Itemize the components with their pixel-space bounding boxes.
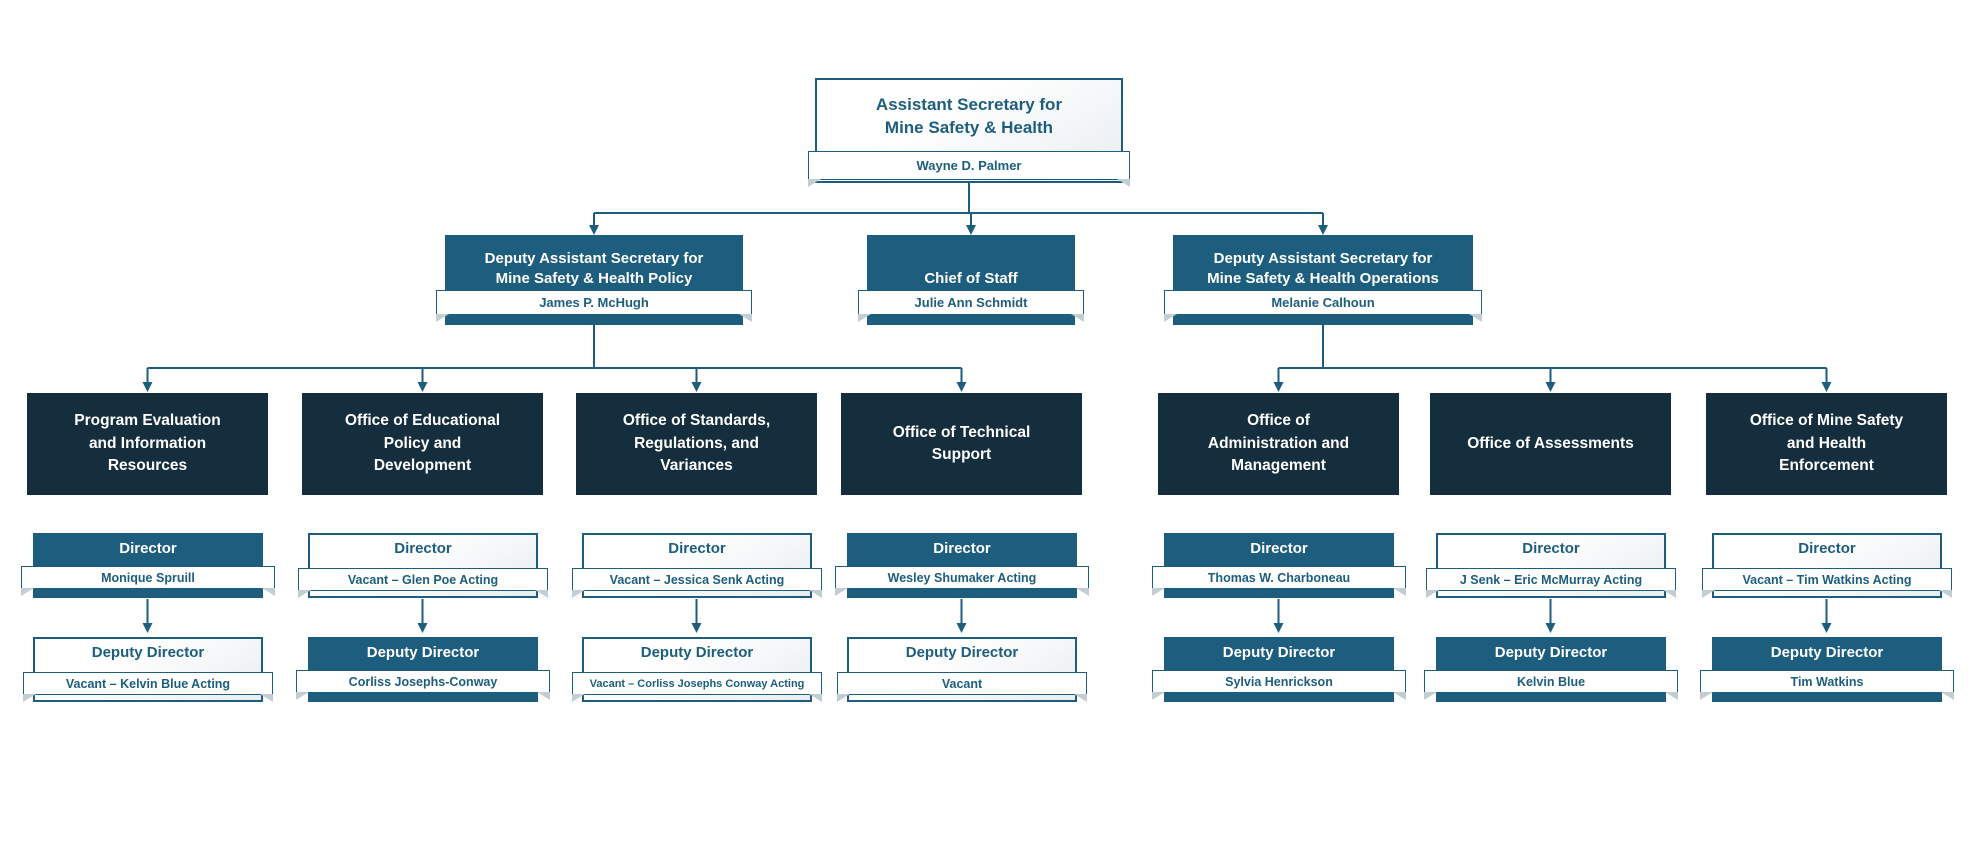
deputy-director-node-technical-support: Deputy Director Vacant xyxy=(837,637,1087,702)
node-title: Director xyxy=(1522,540,1580,557)
node-title: Deputy Director xyxy=(905,644,1019,661)
office-title: Office of Assessments xyxy=(1467,434,1634,452)
name-banner: Sylvia Henrickson xyxy=(1152,670,1406,700)
office-node-administration-management: Office of Administration and Management xyxy=(1158,393,1399,495)
office-node-technical-support: Office of Technical Support xyxy=(841,393,1082,495)
name-banner: Tim Watkins xyxy=(1700,670,1954,700)
name-banner: Vacant – Kelvin Blue Acting xyxy=(23,672,273,702)
org-node-assistant-secretary: Assistant Secretary for Mine Safety & He… xyxy=(808,78,1130,187)
office-node-standards-regulations-variances: Office of Standards, Regulations, and Va… xyxy=(576,393,817,495)
name-banner: Vacant – Jessica Senk Acting xyxy=(572,568,822,598)
node-title: Deputy Assistant Secretary for Mine Safe… xyxy=(484,250,704,287)
name-banner: Kelvin Blue xyxy=(1424,670,1678,700)
director-node-technical-support: Director Wesley Shumaker Acting xyxy=(835,533,1089,598)
node-title: Assistant Secretary for Mine Safety & He… xyxy=(875,94,1063,137)
director-node-enforcement: Director Vacant – Tim Watkins Acting xyxy=(1702,533,1952,598)
director-node-program-evaluation: Director Monique Spruill xyxy=(21,533,275,598)
deputy-director-node-assessments: Deputy Director Kelvin Blue xyxy=(1424,637,1678,702)
node-title: Deputy Director xyxy=(1770,644,1884,661)
node-title: Director xyxy=(1250,540,1308,557)
node-title: Director xyxy=(394,540,452,557)
node-title: Director xyxy=(933,540,991,557)
deputy-director-node-educational-policy: Deputy Director Corliss Josephs-Conway xyxy=(296,637,550,702)
org-node-chief-of-staff: Chief of Staff Julie Ann Schmidt xyxy=(858,235,1084,325)
office-node-mine-safety-health-enforcement: Office of Mine Safety and Health Enforce… xyxy=(1706,393,1947,495)
node-title: Deputy Director xyxy=(91,644,205,661)
name-banner: James P. McHugh xyxy=(436,290,752,322)
name-banner: Vacant xyxy=(837,672,1087,702)
office-node-educational-policy-development: Office of Educational Policy and Develop… xyxy=(302,393,543,495)
deputy-director-node-enforcement: Deputy Director Tim Watkins xyxy=(1700,637,1954,702)
org-node-deputy-secretary-policy: Deputy Assistant Secretary for Mine Safe… xyxy=(436,235,752,325)
deputy-director-node-program-evaluation: Deputy Director Vacant – Kelvin Blue Act… xyxy=(23,637,273,702)
office-node-assessments: Office of Assessments xyxy=(1430,393,1671,495)
node-title: Director xyxy=(668,540,726,557)
name-banner: Monique Spruill xyxy=(21,566,275,596)
director-node-standards-regulations: Director Vacant – Jessica Senk Acting xyxy=(572,533,822,598)
name-banner: Vacant – Corliss Josephs Conway Acting xyxy=(572,672,822,702)
office-title: Office of Standards, Regulations, and Va… xyxy=(622,412,771,475)
name-banner: Thomas W. Charboneau xyxy=(1152,566,1406,596)
name-banner: Julie Ann Schmidt xyxy=(858,290,1084,322)
office-title: Office of Mine Safety and Health Enforce… xyxy=(1749,412,1904,475)
office-title: Office of Administration and Management xyxy=(1207,412,1350,475)
deputy-director-node-administration-management: Deputy Director Sylvia Henrickson xyxy=(1152,637,1406,702)
name-banner: Wesley Shumaker Acting xyxy=(835,566,1089,596)
org-node-deputy-secretary-operations: Deputy Assistant Secretary for Mine Safe… xyxy=(1164,235,1482,325)
name-banner: Vacant – Tim Watkins Acting xyxy=(1702,568,1952,598)
node-title: Deputy Director xyxy=(1494,644,1608,661)
node-title: Director xyxy=(1798,540,1856,557)
director-node-educational-policy: Director Vacant – Glen Poe Acting xyxy=(298,533,548,598)
name-banner: Vacant – Glen Poe Acting xyxy=(298,568,548,598)
node-title: Deputy Director xyxy=(1222,644,1336,661)
node-title: Chief of Staff xyxy=(924,269,1018,287)
name-banner: J Senk – Eric McMurray Acting xyxy=(1426,568,1676,598)
office-node-program-evaluation-information-resources: Program Evaluation and Information Resou… xyxy=(27,393,268,495)
node-title: Director xyxy=(119,540,177,557)
name-banner: Wayne D. Palmer xyxy=(808,151,1130,187)
node-title: Deputy Director xyxy=(366,644,480,661)
office-title: Office of Technical Support xyxy=(892,423,1031,464)
name-banner: Melanie Calhoun xyxy=(1164,290,1482,322)
director-node-assessments: Director J Senk – Eric McMurray Acting xyxy=(1426,533,1676,598)
deputy-director-node-standards-regulations: Deputy Director Vacant – Corliss Josephs… xyxy=(572,637,822,702)
node-title: Deputy Assistant Secretary for Mine Safe… xyxy=(1207,250,1439,287)
office-title: Program Evaluation and Information Resou… xyxy=(74,412,221,475)
office-title: Office of Educational Policy and Develop… xyxy=(344,412,500,475)
name-banner: Corliss Josephs-Conway xyxy=(296,670,550,700)
node-title: Deputy Director xyxy=(640,644,754,661)
director-node-administration-management: Director Thomas W. Charboneau xyxy=(1152,533,1406,598)
